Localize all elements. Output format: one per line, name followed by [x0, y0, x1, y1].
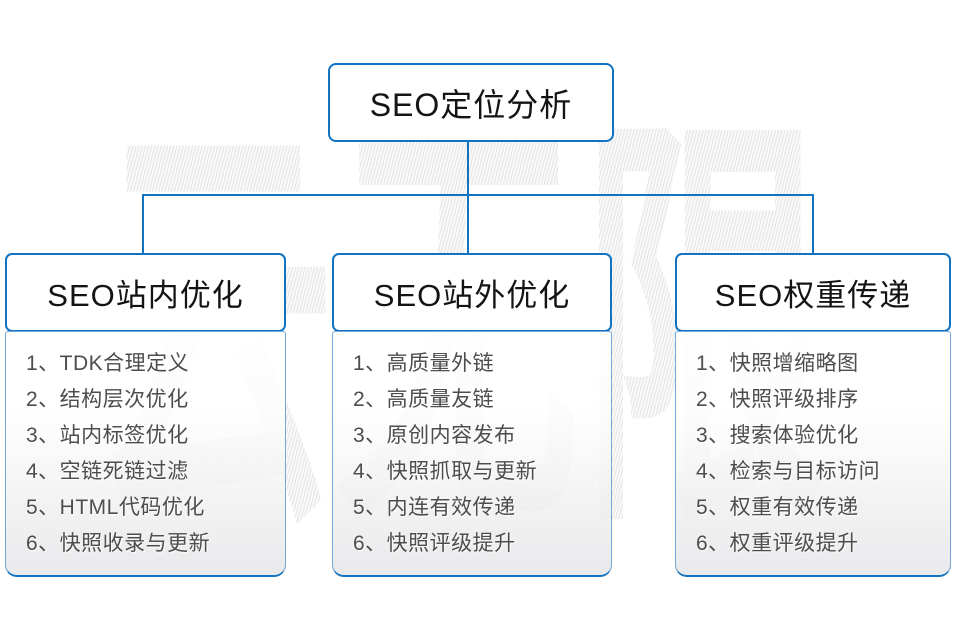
branch-header-label: SEO站内优化: [47, 278, 244, 313]
branch-column-onsite: SEO站内优化 1、TDK合理定义 2、结构层次优化 3、站内标签优化 4、空链…: [5, 253, 286, 577]
branch-panel-onsite: 1、TDK合理定义 2、结构层次优化 3、站内标签优化 4、空链死链过滤 5、H…: [5, 331, 286, 577]
branch-panel-offsite: 1、高质量外链 2、高质量友链 3、原创内容发布 4、快照抓取与更新 5、内连有…: [332, 331, 612, 577]
list-item: 6、快照评级提升: [353, 532, 516, 555]
list-item: 2、快照评级排序: [696, 388, 859, 411]
connector-right-drop: [812, 194, 814, 255]
list-item: 3、站内标签优化: [26, 424, 189, 447]
list-item: 1、快照增缩略图: [696, 352, 859, 375]
root-node-label: SEO定位分析: [369, 86, 573, 123]
list-item: 5、权重有效传递: [696, 496, 859, 519]
branch-header-label: SEO站外优化: [373, 278, 571, 313]
branch-column-offsite: SEO站外优化 1、高质量外链 2、高质量友链 3、原创内容发布 4、快照抓取与…: [332, 253, 612, 577]
list-item: 4、检索与目标访问: [696, 460, 881, 483]
list-item: 2、高质量友链: [353, 388, 495, 411]
branch-column-weight: SEO权重传递 1、快照增缩略图 2、快照评级排序 3、搜索体验优化 4、检索与…: [675, 253, 951, 577]
connector-root-vertical: [467, 137, 469, 255]
branch-header-label: SEO权重传递: [714, 278, 912, 313]
list-item: 6、权重评级提升: [696, 532, 859, 555]
list-item: 3、原创内容发布: [353, 424, 516, 447]
list-item: 5、内连有效传递: [353, 496, 516, 519]
list-item: 2、结构层次优化: [26, 388, 189, 411]
list-item: 4、快照抓取与更新: [353, 460, 538, 483]
list-item: 5、HTML代码优化: [26, 496, 205, 519]
connector-horizontal: [142, 194, 814, 196]
branch-header-weight: SEO权重传递: [675, 253, 951, 332]
list-item: 3、搜索体验优化: [696, 424, 859, 447]
branch-header-offsite: SEO站外优化: [332, 253, 612, 332]
root-node: SEO定位分析: [328, 63, 614, 142]
list-item: 1、高质量外链: [353, 352, 495, 375]
connector-left-drop: [142, 194, 144, 255]
list-item: 4、空链死链过滤: [26, 460, 189, 483]
list-item: 6、快照收录与更新: [26, 532, 211, 555]
branch-panel-weight: 1、快照增缩略图 2、快照评级排序 3、搜索体验优化 4、检索与目标访问 5、权…: [675, 331, 951, 577]
list-item: 1、TDK合理定义: [26, 352, 190, 375]
branch-header-onsite: SEO站内优化: [5, 253, 286, 332]
